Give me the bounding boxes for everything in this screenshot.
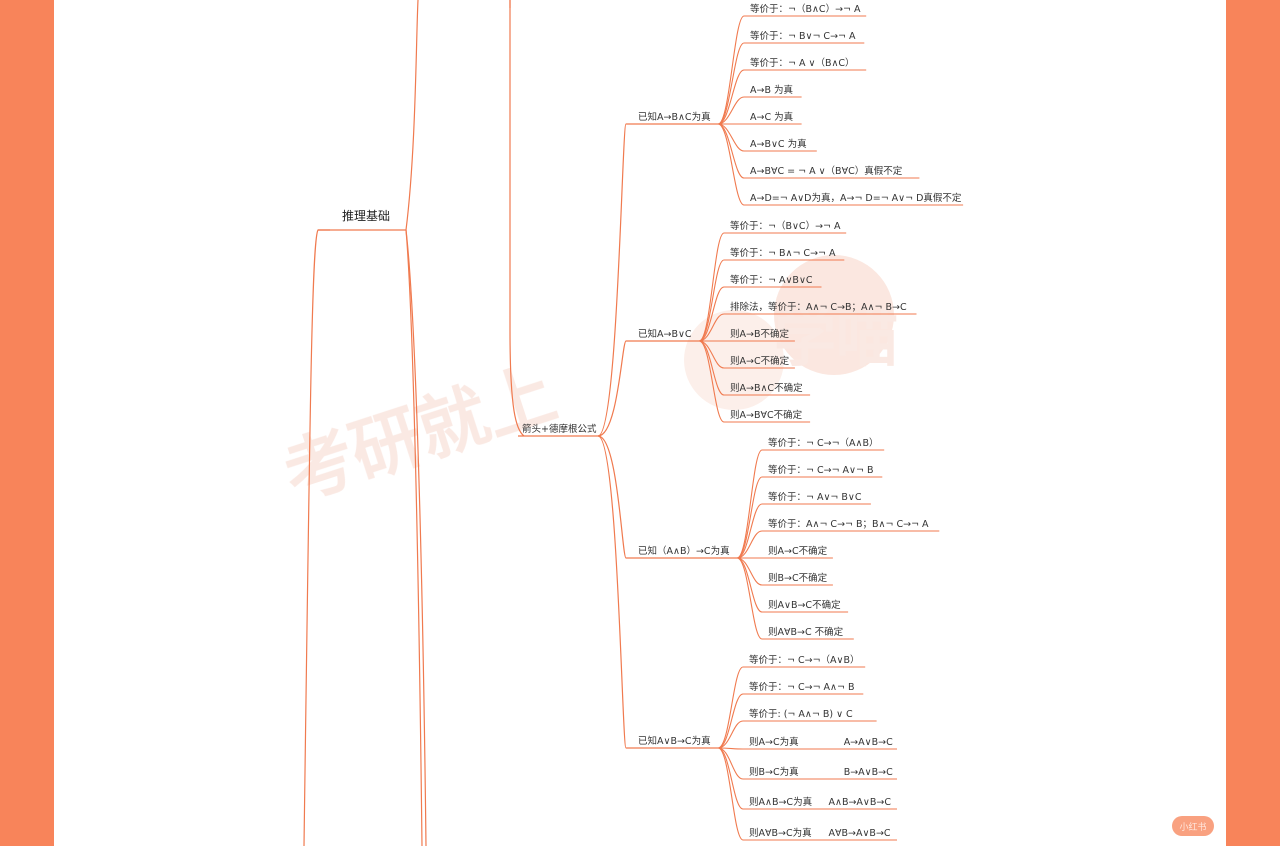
leaf-label[interactable]: 等价于：A∧¬ C→¬ B；B∧¬ C→¬ A	[768, 518, 929, 530]
leaf-extra-label: A∧B→A∨B→C	[829, 797, 892, 808]
leaf-label[interactable]: 则A→C为真	[749, 736, 799, 748]
leaf-label[interactable]: 等价于：¬ A∨¬ B∨C	[768, 491, 862, 503]
branch-group: 已知A→B∨C 等价于：¬（B∨C）→¬ A 等价于：¬ B∧¬ C→¬ A 等价于：…	[597, 220, 917, 437]
mindmap-canvas: 考研就上 学喵 推理基础 箭头+德摩根公式 已知A→B∧C为真等价于：¬（B∧C…	[274, 0, 964, 846]
branch-label[interactable]: 已知（A∧B）→C为真	[638, 545, 730, 557]
leaf-label[interactable]: 等价于：¬ A∨B∨C	[730, 274, 813, 286]
leaf-label[interactable]: 则B→C不确定	[768, 572, 828, 584]
leaf-label[interactable]: A→B∨C 为真	[750, 138, 807, 150]
leaf-label[interactable]: 排除法，等价于：A∧¬ C→B；A∧¬ B→C	[730, 301, 907, 313]
leaf-label[interactable]: 等价于：¬（B∨C）→¬ A	[730, 220, 841, 232]
trunk-lines	[303, 0, 525, 846]
root-label: 推理基础	[342, 209, 390, 223]
leaf-label[interactable]: 等价于：¬ B∨¬ C→¬ A	[750, 30, 856, 42]
leaf-label[interactable]: A→D=¬ A∨D为真，A→¬ D=¬ A∨¬ D真假不定	[750, 192, 962, 204]
branch-group: 已知（A∧B）→C为真 等价于：¬ C→¬（A∧B） 等价于：¬ C→¬ A∨¬ B…	[597, 435, 940, 640]
mindmap-page: 考研就上 学喵 推理基础 箭头+德摩根公式 已知A→B∧C为真等价于：¬（B∧C…	[54, 0, 1226, 846]
leaf-label[interactable]: 则A→B∀C不确定	[730, 409, 803, 421]
leaf-label[interactable]: 等价于：¬ C→¬（A∨B）	[749, 654, 860, 666]
leaf-label[interactable]: 则A→C不确定	[768, 545, 828, 557]
leaf-extra-label: A∀B→A∨B→C	[829, 828, 891, 839]
leaf-label[interactable]: 则B→C为真	[749, 766, 799, 778]
leaf-label[interactable]: 等价于：¬（B∧C）→¬ A	[750, 3, 861, 15]
leaf-label[interactable]: 则A∧B→C为真	[749, 796, 812, 808]
leaf-label[interactable]: A→B∀C = ¬ A ∨（B∀C）真假不定	[750, 165, 903, 177]
sub-node[interactable]: 箭头+德摩根公式	[518, 423, 598, 437]
sub-label: 箭头+德摩根公式	[522, 423, 597, 435]
leaf-label[interactable]: 则A→B∧C不确定	[730, 382, 803, 394]
leaf-label[interactable]: 则A∀B→C为真	[749, 827, 812, 839]
branch-label[interactable]: 已知A→B∧C为真	[638, 111, 711, 123]
source-badge: 小红书	[1172, 816, 1214, 836]
leaf-label[interactable]: 等价于：¬ A ∨（B∧C）	[750, 57, 855, 69]
branch-group: 已知A→B∧C为真 等价于：¬（B∧C）→¬ A 等价于：¬ B∨¬ C→¬ A 等价…	[597, 3, 964, 437]
leaf-label[interactable]: 则A∨B→C不确定	[768, 599, 841, 611]
leaf-label[interactable]: 等价于：¬ C→¬ A∧¬ B	[749, 681, 855, 693]
leaf-label[interactable]: 等价于: (¬ A∧¬ B) ∨ C	[749, 708, 853, 720]
leaf-label[interactable]: 则A→B不确定	[730, 328, 789, 340]
leaf-label[interactable]: 等价于：¬ C→¬ A∨¬ B	[768, 464, 874, 476]
leaf-label[interactable]: 等价于：¬ C→¬（A∧B）	[768, 437, 879, 449]
branch-label[interactable]: 已知A→B∨C	[638, 328, 692, 340]
branch-group: 已知A∨B→C为真 等价于：¬ C→¬（A∨B） 等价于：¬ C→¬ A∧¬ B 等价…	[597, 435, 897, 841]
branch-label[interactable]: 已知A∨B→C为真	[638, 735, 711, 747]
leaf-label[interactable]: 则A∀B→C 不确定	[768, 626, 844, 638]
leaf-label[interactable]: 等价于：¬ B∧¬ C→¬ A	[730, 247, 836, 259]
leaf-label[interactable]: 则A→C不确定	[730, 355, 790, 367]
leaf-label[interactable]: A→C 为真	[750, 111, 793, 123]
watermark-logo-circle-1	[774, 255, 894, 375]
watermark-logo-circle-2	[684, 310, 784, 410]
root-node[interactable]: 推理基础	[342, 209, 390, 223]
leaf-extra-label: B→A∨B→C	[844, 767, 893, 778]
leaf-extra-label: A→A∨B→C	[844, 737, 893, 748]
mindmap-tree: 已知A→B∧C为真 等价于：¬（B∧C）→¬ A 等价于：¬ B∨¬ C→¬ A 等价…	[597, 3, 964, 841]
leaf-label[interactable]: A→B 为真	[750, 84, 793, 96]
